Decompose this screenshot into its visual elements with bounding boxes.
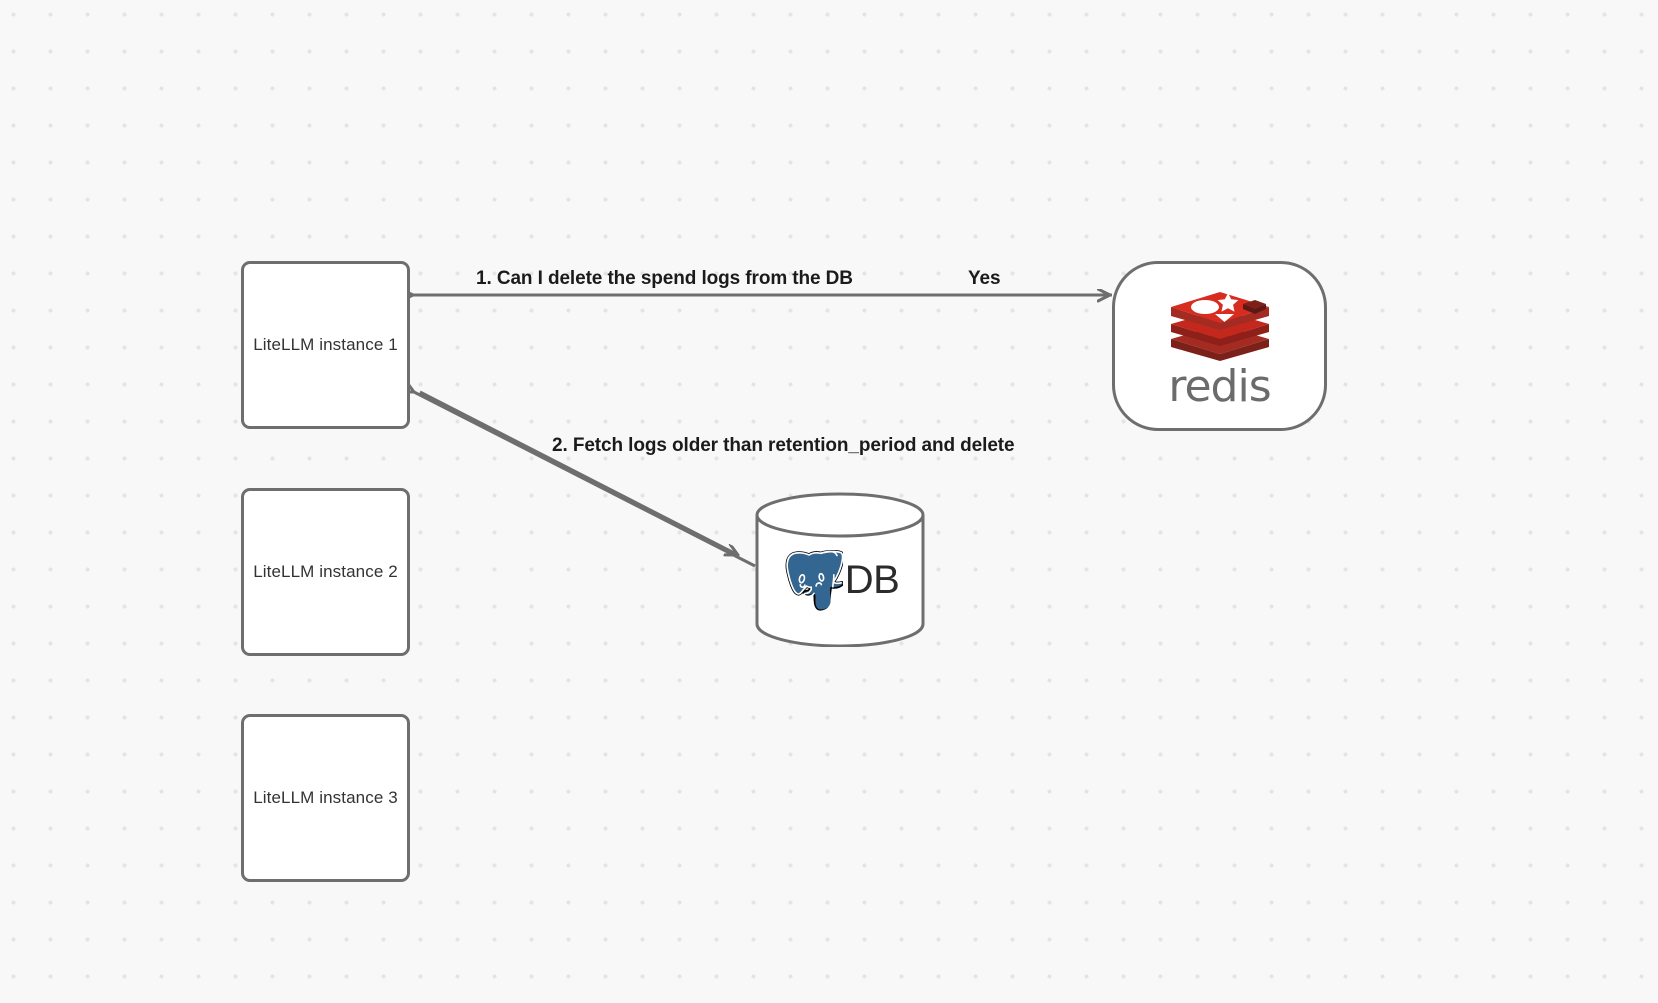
node-label: LiteLLM instance 1 xyxy=(253,335,398,354)
node-database[interactable]: DB xyxy=(754,492,926,647)
db-label: DB xyxy=(844,558,900,602)
edge-label-yes: Yes xyxy=(968,268,1001,289)
edge-label-question: 1. Can I delete the spend logs from the … xyxy=(476,268,853,289)
redis-logo-icon xyxy=(1170,292,1269,361)
node-litellm-instance-1[interactable]: LiteLLM instance 1 xyxy=(241,261,410,429)
node-label: LiteLLM instance 3 xyxy=(253,788,398,807)
node-label: LiteLLM instance 2 xyxy=(253,562,398,581)
edge-line-2-return xyxy=(419,390,738,555)
node-redis[interactable]: redis xyxy=(1112,261,1327,431)
edge-line-2 xyxy=(414,392,756,568)
edge-label-fetch-logs: 2. Fetch logs older than retention_perio… xyxy=(552,435,1015,456)
redis-wordmark: redis xyxy=(1168,361,1271,412)
redis-logo-wrap: redis xyxy=(1165,283,1275,409)
node-litellm-instance-2[interactable]: LiteLLM instance 2 xyxy=(241,488,410,656)
cylinder-shape xyxy=(755,492,925,647)
node-litellm-instance-3[interactable]: LiteLLM instance 3 xyxy=(241,714,410,882)
db-logo-and-label: DB xyxy=(754,492,926,647)
postgresql-elephant-icon xyxy=(785,549,843,611)
